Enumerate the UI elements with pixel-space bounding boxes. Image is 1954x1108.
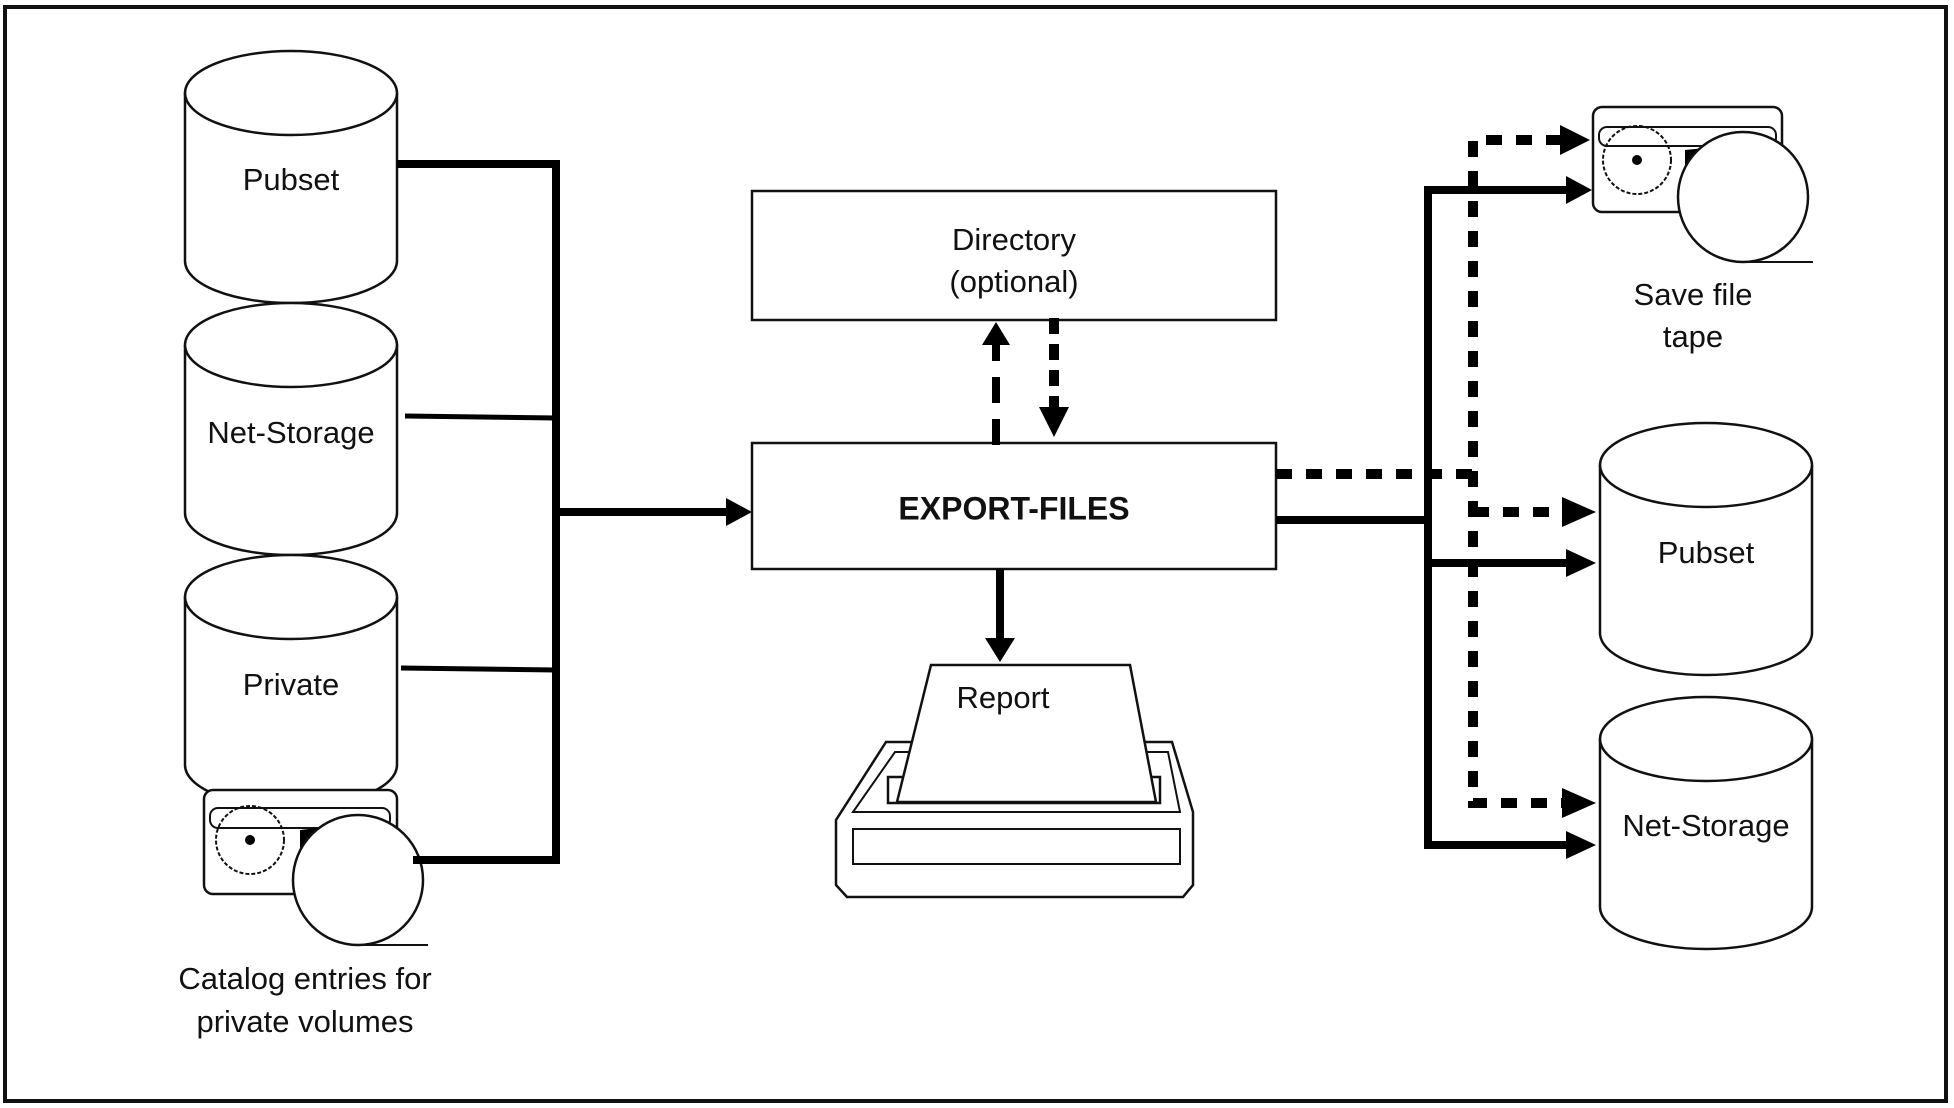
directory-label-line1: Directory: [952, 222, 1077, 257]
export-to-targets-dotted-connector: [1276, 125, 1596, 818]
source-net-storage-label: Net-Storage: [207, 415, 374, 450]
export-to-targets-solid-connector: [1276, 176, 1596, 859]
save-file-tape-label-line1: Save file: [1634, 277, 1753, 312]
tape-cartridge-icon: [1591, 105, 1813, 264]
directory-label-line2: (optional): [949, 264, 1078, 299]
target-net-storage: Net-Storage: [1598, 695, 1814, 951]
export-files-box[interactable]: EXPORT-FILES: [750, 441, 1278, 571]
source-net-storage: Net-Storage: [183, 301, 399, 557]
target-net-storage-label: Net-Storage: [1622, 808, 1789, 843]
diagram-frame: [3, 5, 1948, 1103]
export-to-report-arrow: [985, 569, 1015, 662]
sources-to-export-connector: [397, 160, 752, 864]
catalog-caption-line1: Catalog entries for: [178, 961, 431, 996]
report-label: Report: [956, 680, 1049, 715]
directory-to-export-arrow: [1039, 318, 1069, 437]
arrow-head: [726, 498, 752, 526]
catalog-caption-line2: private volumes: [196, 1004, 413, 1039]
save-file-tape-label-line2: tape: [1663, 319, 1723, 354]
directory-box[interactable]: Directory (optional): [750, 189, 1278, 322]
tape-cartridge-icon: [202, 788, 428, 947]
export-files-label: EXPORT-FILES: [898, 490, 1129, 526]
printer-icon: [834, 663, 1195, 899]
source-pubset: Pubset: [183, 49, 399, 305]
target-pubset-label: Pubset: [1658, 535, 1755, 570]
target-save-file-tape: Save file tape: [1591, 105, 1813, 354]
source-pubset-label: Pubset: [243, 162, 340, 197]
target-pubset: Pubset: [1598, 421, 1814, 677]
source-private: Private: [183, 553, 399, 809]
report-printer: Report: [834, 663, 1195, 899]
export-to-directory-arrow: [982, 322, 1010, 445]
source-catalog-tape: Catalog entries for private volumes: [178, 788, 432, 1039]
source-private-label: Private: [243, 667, 339, 702]
